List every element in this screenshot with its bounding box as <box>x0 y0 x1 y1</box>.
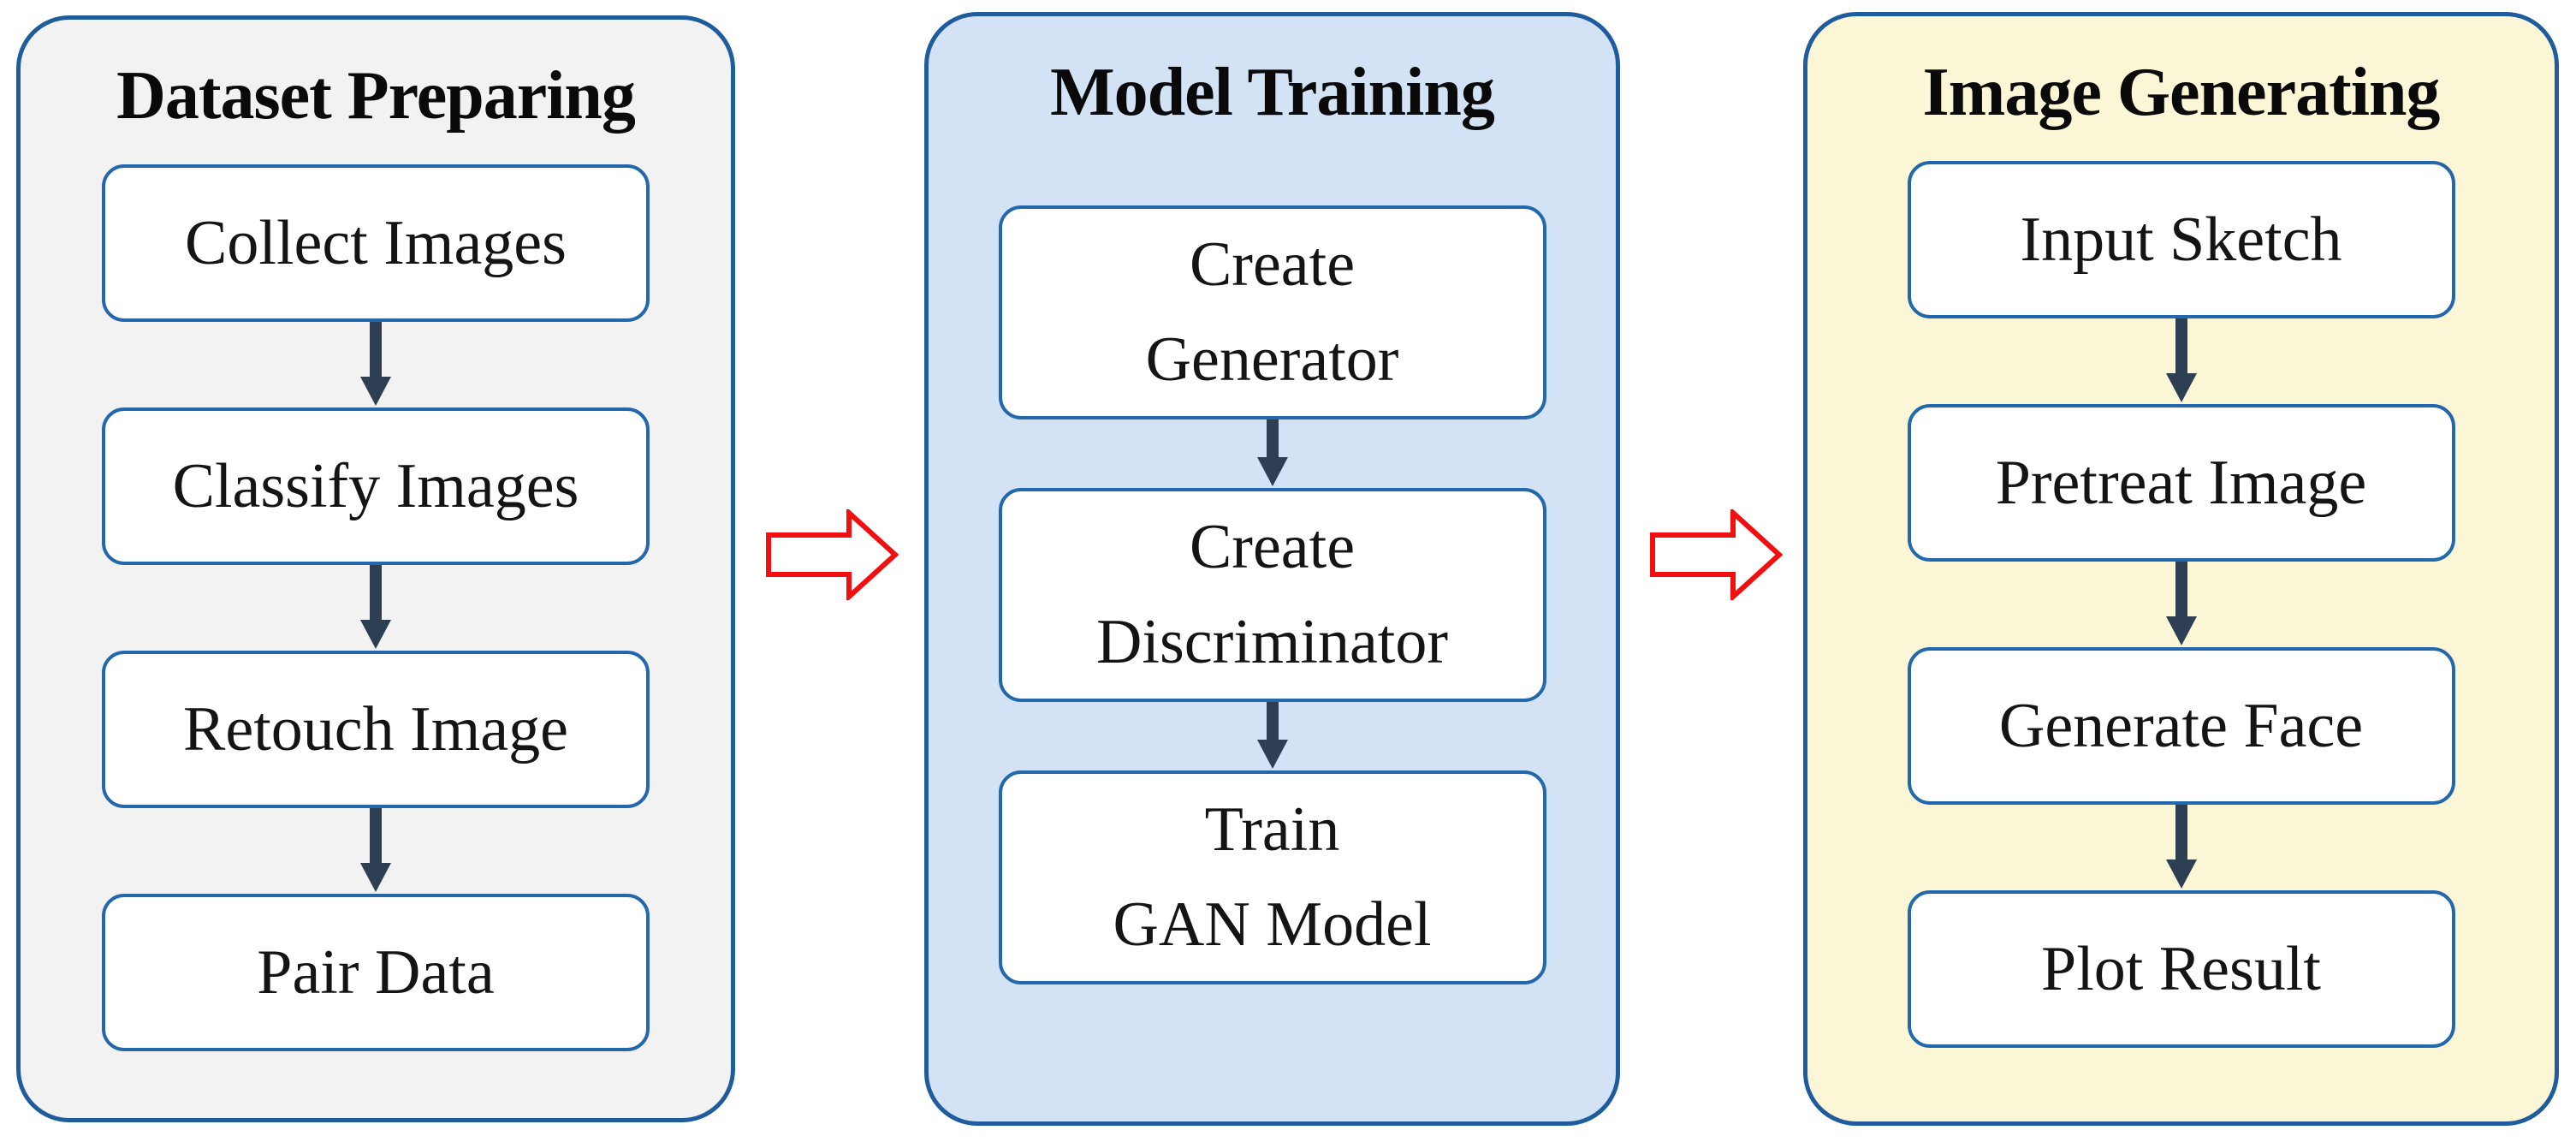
down-arrow-icon <box>1256 702 1288 769</box>
step-label-line: Pretreat Image <box>1995 447 2367 518</box>
down-arrow-icon <box>2165 318 2197 402</box>
down-arrow-icon <box>2165 562 2197 645</box>
step-label-line: Discriminator <box>1095 607 1448 677</box>
step-label-line: Create <box>1189 229 1356 300</box>
step-label-line: Generator <box>1145 324 1399 395</box>
step-collect-images: Collect Images <box>102 164 650 322</box>
down-arrow-icon <box>1256 419 1288 486</box>
step-label-line: Generate Face <box>1998 690 2364 761</box>
block-arrow-right-icon <box>1650 509 1783 600</box>
step-generate-face: Generate Face <box>1907 647 2455 805</box>
down-arrow-icon <box>360 565 391 649</box>
step-label-line: GAN Model <box>1113 889 1432 960</box>
step-plot-result: Plot Result <box>1907 890 2455 1048</box>
step-label-line: Pair Data <box>257 937 495 1008</box>
down-arrow-icon <box>360 322 391 406</box>
panel-title-model-training: Model Training <box>1050 55 1495 130</box>
step-label-line: Input Sketch <box>2020 204 2342 275</box>
step-retouch-image: Retouch Image <box>102 651 650 808</box>
block-arrow-right-icon <box>766 509 899 600</box>
step-label-line: Create <box>1189 512 1356 582</box>
step-classify-images: Classify Images <box>102 407 650 565</box>
step-label-line: Collect Images <box>185 207 567 278</box>
down-arrow-icon <box>360 808 391 892</box>
down-arrow-icon <box>2165 805 2197 889</box>
step-label-line: Classify Images <box>172 450 579 521</box>
panel-title-image-generating: Image Generating <box>1922 55 2441 130</box>
step-label-line: Train <box>1204 794 1340 865</box>
panel-title-dataset-preparing: Dataset Preparing <box>116 58 636 134</box>
step-label-line: Retouch Image <box>183 693 568 764</box>
step-input-sketch: Input Sketch <box>1907 161 2455 318</box>
step-label-line: Plot Result <box>2041 933 2321 1004</box>
step-pair-data: Pair Data <box>102 894 650 1051</box>
step-pretreat-image: Pretreat Image <box>1907 404 2455 562</box>
